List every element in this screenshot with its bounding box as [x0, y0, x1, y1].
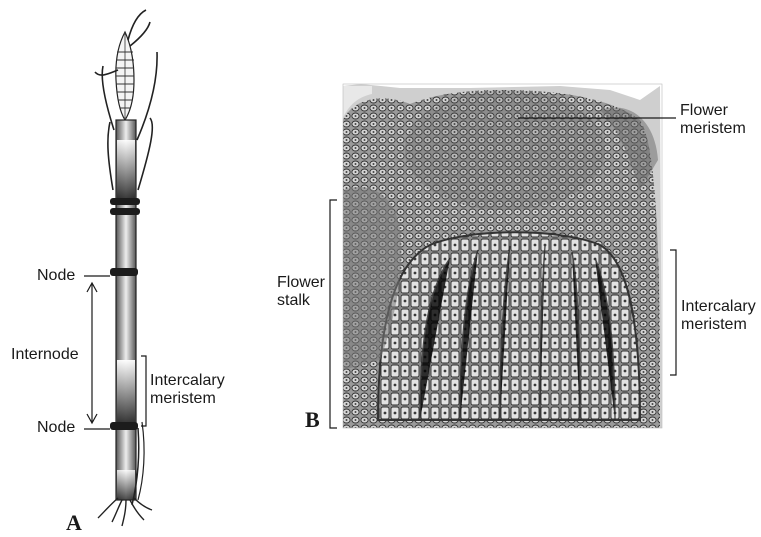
- intercalary-meristem-a-line2: meristem: [150, 389, 216, 408]
- flower-stalk-line2: stalk: [277, 291, 310, 310]
- roots: [98, 498, 152, 526]
- intercalary-bracket-b: [670, 250, 676, 375]
- flower-stalk-bracket: [330, 200, 337, 428]
- flower-meristem-line1: Flower: [680, 101, 728, 120]
- intercalary-bracket-a: [141, 356, 146, 426]
- panel-a-annotations: [84, 276, 146, 429]
- node-bottom-label: Node: [37, 418, 75, 437]
- panel-a-letter: A: [66, 510, 82, 536]
- panel-b-letter: B: [305, 407, 320, 433]
- internode-label: Internode: [11, 345, 79, 364]
- intercalary-meristem-b-line2: meristem: [681, 315, 747, 334]
- intercalary-meristem-b-line1: Intercalary: [681, 297, 756, 316]
- micrograph: [340, 80, 665, 430]
- flower-meristem-line2: meristem: [680, 119, 746, 138]
- node-top-label: Node: [37, 266, 75, 285]
- flower-stalk-line1: Flower: [277, 273, 325, 292]
- wheat-stem-drawing: [95, 10, 157, 526]
- intercalary-meristem-a-line1: Intercalary: [150, 371, 225, 390]
